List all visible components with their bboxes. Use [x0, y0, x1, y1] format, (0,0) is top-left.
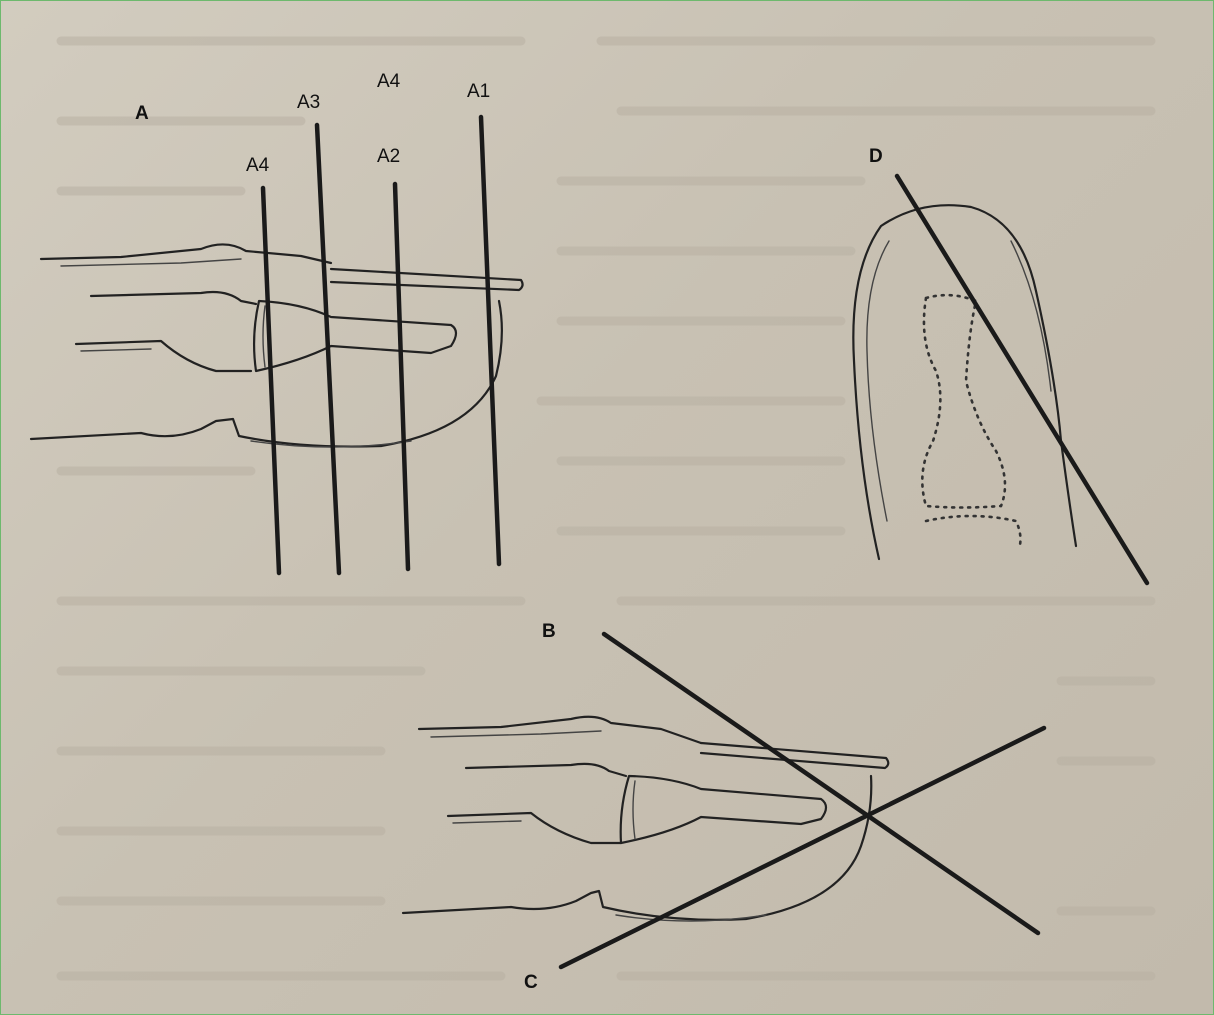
line-a2-label: A2 [377, 147, 400, 166]
line-a1-label: A1 [467, 82, 490, 101]
panel-c-label: C [524, 973, 538, 992]
panel-b-label: B [542, 622, 556, 641]
line-a3-label: A3 [297, 93, 320, 112]
panel-d-label: D [869, 147, 883, 166]
line-c [561, 728, 1044, 967]
line-b [604, 634, 1038, 933]
panel-a-label: A [135, 104, 149, 123]
line-a4-top-label: A4 [377, 72, 400, 91]
finger-illustration-bc [403, 717, 888, 921]
line-a4-left-label: A4 [246, 156, 269, 175]
